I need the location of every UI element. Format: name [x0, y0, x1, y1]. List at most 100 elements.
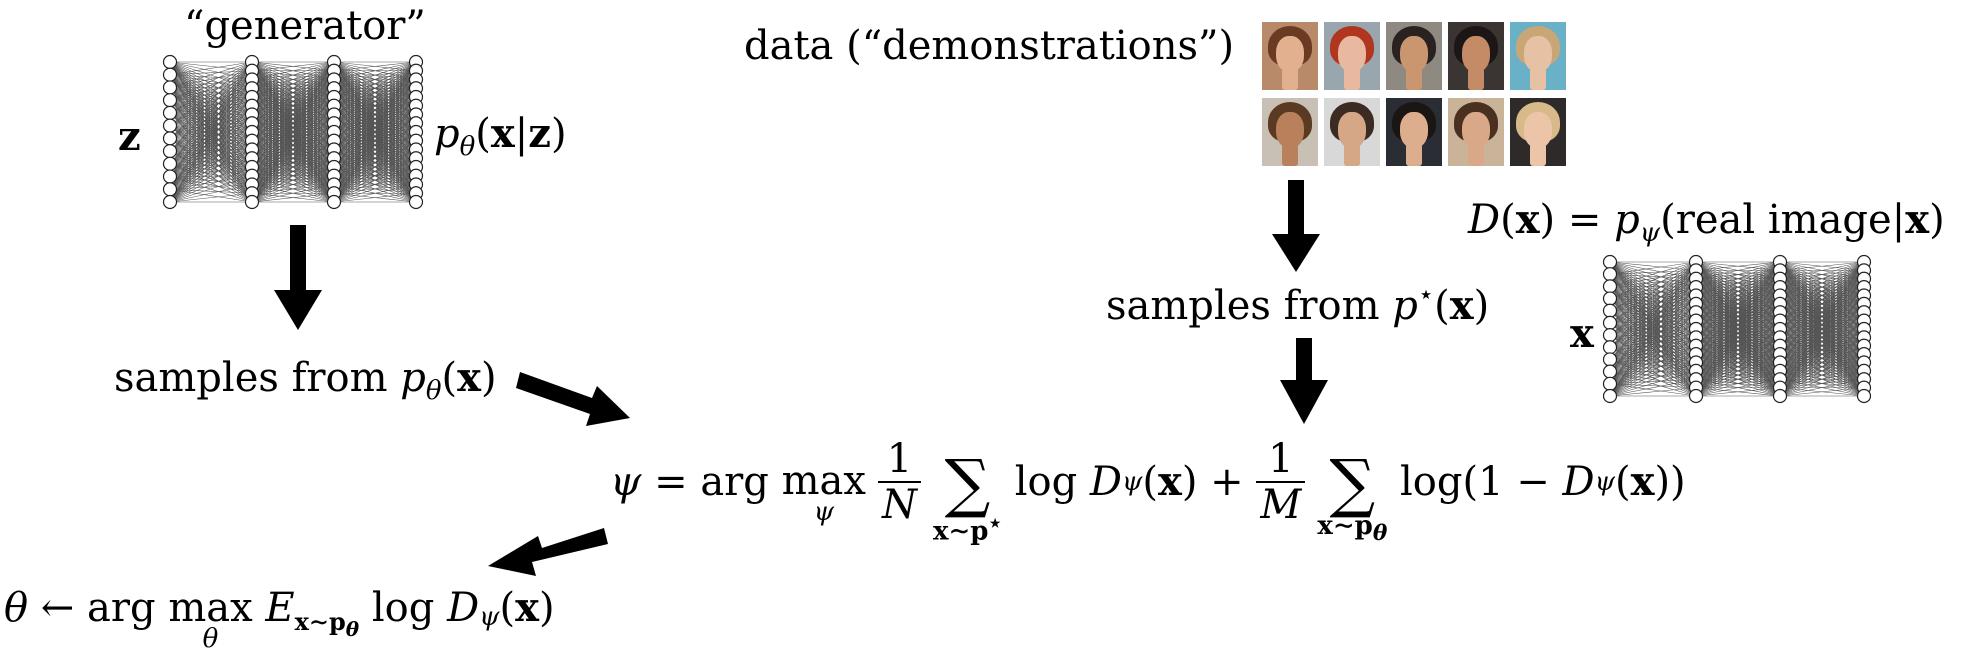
face-thumbnail: [1324, 98, 1380, 166]
network-edge: [1695, 387, 1781, 397]
generator-title: “generator”: [184, 3, 426, 49]
network-edge: [1609, 270, 1697, 384]
network-edge: [1609, 270, 1697, 360]
network-edge: [1695, 261, 1781, 271]
network-edge: [333, 157, 417, 203]
network-edge: [1779, 261, 1865, 388]
p-symbol: p: [400, 355, 426, 401]
network-edge: [1779, 353, 1865, 397]
open-paren: (: [1142, 459, 1158, 506]
close-parens: )): [1654, 459, 1686, 506]
network-edge: [1609, 383, 1697, 388]
x-var: x: [490, 110, 515, 157]
network-edge: [1779, 261, 1865, 305]
close-paren: ): [1929, 197, 1945, 243]
denominator: N: [881, 482, 917, 529]
network-edge: [1695, 261, 1781, 288]
network-edge: [1695, 261, 1781, 313]
network-edge: [333, 114, 417, 203]
network-edge: [251, 61, 335, 124]
network-edge: [1779, 261, 1865, 330]
network-node: [162, 105, 178, 121]
network-edge: [169, 192, 253, 203]
network-edge: [1779, 303, 1865, 397]
network-edge: [169, 114, 253, 203]
network-node: [1602, 388, 1618, 404]
psi-subscript: ψ: [1594, 467, 1615, 498]
network-edge: [1609, 359, 1697, 380]
eq-argmax: = arg: [641, 459, 782, 506]
network-edge: [169, 79, 253, 203]
network-edge: [333, 61, 417, 80]
network-edge: [169, 70, 253, 152]
network-edge: [1695, 286, 1781, 397]
network-edge: [1609, 346, 1697, 380]
network-edge: [1609, 334, 1697, 397]
arrow-data-to-samples: [1272, 180, 1320, 272]
network-edge: [169, 70, 253, 114]
plus-sign: +: [1197, 459, 1257, 506]
network-node: [1602, 352, 1618, 367]
network-edge: [1609, 322, 1697, 388]
network-edge: [1609, 270, 1697, 348]
network-edge: [169, 125, 253, 142]
D-symbol: D: [1089, 459, 1122, 506]
network-edge: [169, 150, 253, 194]
network-edge: [1609, 346, 1697, 372]
network-edge: [169, 61, 253, 72]
sum-subscript: x∼pθ: [1317, 510, 1388, 546]
network-edge: [169, 125, 253, 150]
close-paren: ): [1539, 197, 1556, 243]
x-var: x: [1157, 458, 1182, 506]
numerator: 1: [877, 439, 921, 484]
max-text: max: [781, 458, 866, 505]
network-edge: [169, 70, 253, 203]
network-edge: [169, 138, 253, 203]
network-node: [1602, 340, 1618, 355]
arrow-argmax: ← arg: [28, 585, 169, 631]
max-subscript: ψ: [813, 497, 834, 528]
network-edge: [333, 61, 417, 124]
network-edge: [333, 149, 417, 203]
numerator: 1: [1256, 439, 1306, 484]
psi-subscript: ψ: [1639, 218, 1661, 248]
network-edge: [1779, 320, 1865, 397]
network-edge: [251, 166, 335, 203]
network-edge: [169, 138, 253, 185]
network-node: [1602, 291, 1618, 306]
network-edge: [1609, 295, 1697, 385]
network-edge: [1609, 312, 1697, 397]
network-edge: [1779, 261, 1865, 380]
p-symbol: p: [434, 111, 460, 157]
network-edge: [169, 138, 253, 194]
network-node: [1602, 303, 1618, 318]
network-edge: [169, 138, 253, 168]
network-edge: [1609, 346, 1697, 363]
network-edge: [1779, 312, 1865, 397]
network-edge: [1695, 261, 1781, 372]
face-thumbnail: [1262, 98, 1318, 166]
network-edge: [333, 175, 417, 203]
network-edge: [1609, 270, 1697, 287]
fraction-1-over-N: 1 N: [877, 439, 921, 529]
network-edge: [169, 157, 253, 203]
network-edge: [169, 61, 253, 203]
network-edge: [1609, 286, 1697, 397]
network-edge: [169, 61, 253, 152]
network-edge: [333, 123, 417, 203]
generator-input-label: z: [118, 113, 141, 160]
network-edge: [1609, 312, 1697, 385]
x-var: x: [1515, 196, 1540, 243]
network-node: [162, 194, 178, 210]
face-thumbnail: [1448, 22, 1504, 90]
network-edge: [169, 140, 253, 203]
network-edge: [169, 125, 253, 185]
bar: |: [1891, 197, 1906, 243]
network-edge: [1609, 322, 1697, 372]
face-image-grid: [1262, 22, 1566, 168]
face-thumbnail: [1386, 98, 1442, 166]
sum-over-data: ∑ x∼p⋆: [932, 447, 1002, 547]
network-edge: [333, 61, 417, 194]
network-edge: [169, 96, 253, 203]
network-edge: [169, 125, 253, 177]
